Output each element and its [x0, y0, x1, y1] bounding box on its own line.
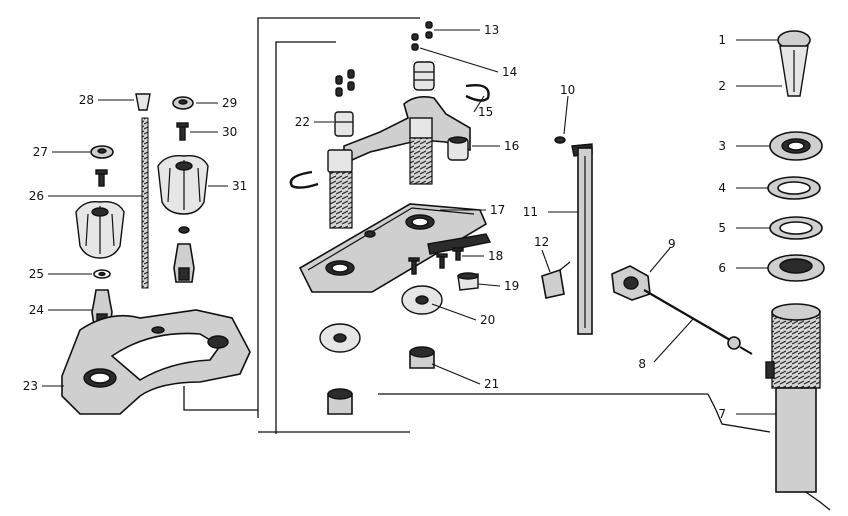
part-29-cap — [172, 96, 194, 110]
label-18: 18 — [488, 249, 503, 263]
part-31-handle — [157, 155, 209, 215]
part-22-valve — [334, 111, 354, 137]
part-12-clip — [541, 261, 571, 299]
label-29: 29 — [222, 96, 237, 110]
part-27-cap — [90, 145, 114, 159]
label-7: 7 — [718, 407, 726, 421]
label-12: 12 — [534, 235, 549, 249]
label-23: 23 — [23, 379, 38, 393]
label-27: 27 — [33, 145, 48, 159]
part-18-screws — [408, 247, 464, 275]
part-labels: 1 2 3 4 5 6 7 8 9 10 11 12 13 14 15 16 1… — [23, 23, 726, 421]
left-spout-shank — [327, 149, 353, 229]
label-9: 9 — [668, 237, 676, 251]
label-4: 4 — [718, 181, 726, 195]
part-28-index-button — [135, 93, 151, 111]
label-31: 31 — [232, 179, 247, 193]
label-24: 24 — [29, 303, 44, 317]
part-8-pivot-rod — [643, 289, 753, 355]
label-26: 26 — [29, 189, 44, 203]
right-spout-shank — [409, 117, 433, 185]
label-6: 6 — [718, 261, 726, 275]
label-17: 17 — [490, 203, 505, 217]
label-10: 10 — [560, 83, 575, 97]
part-15-clip — [465, 84, 490, 102]
spout-aerator — [413, 61, 435, 91]
part-6-nut — [767, 254, 825, 282]
part-17-plate — [298, 203, 492, 293]
part-7-tailpiece — [765, 303, 821, 493]
left-mount-nut — [327, 388, 353, 415]
part-13-o-rings — [425, 21, 433, 39]
label-22: 22 — [295, 115, 310, 129]
label-5: 5 — [718, 221, 726, 235]
label-30: 30 — [222, 125, 237, 139]
leader-lines — [42, 29, 782, 415]
part-5-washer — [769, 216, 823, 240]
label-19: 19 — [504, 279, 519, 293]
part-25-washer — [93, 269, 111, 279]
label-2: 2 — [718, 79, 726, 93]
screw-left — [95, 169, 108, 187]
label-21: 21 — [484, 377, 499, 391]
label-16: 16 — [504, 139, 519, 153]
part-2-stopper — [779, 45, 809, 97]
lower-c-clip — [289, 170, 319, 189]
part-9-nut — [611, 265, 651, 301]
left-handle-knob — [75, 201, 125, 259]
label-14: 14 — [502, 65, 517, 79]
spout-body — [343, 96, 471, 161]
right-stem — [173, 243, 195, 283]
label-1: 1 — [718, 33, 726, 47]
label-3: 3 — [718, 139, 726, 153]
label-8: 8 — [638, 357, 646, 371]
part-4-gasket — [767, 176, 821, 200]
part-19-nut — [457, 272, 479, 291]
part-22-o-rings — [335, 69, 355, 97]
part-11-strap — [577, 147, 593, 335]
label-11: 11 — [523, 205, 538, 219]
part-20-washer — [401, 285, 443, 315]
assembly-frame-lines — [183, 17, 831, 511]
part-23-base — [61, 309, 251, 415]
right-stem-small-washer — [178, 226, 190, 234]
label-15: 15 — [478, 105, 493, 119]
label-25: 25 — [29, 267, 44, 281]
left-mount-washer — [319, 323, 361, 353]
part-14-o-rings — [411, 33, 419, 51]
label-20: 20 — [480, 313, 495, 327]
part-21-nut — [409, 346, 435, 369]
part-26-lift-rod — [141, 117, 149, 289]
label-28: 28 — [79, 93, 94, 107]
label-13: 13 — [484, 23, 499, 37]
part-30-screw — [176, 122, 189, 141]
part-3-flange — [769, 131, 823, 161]
